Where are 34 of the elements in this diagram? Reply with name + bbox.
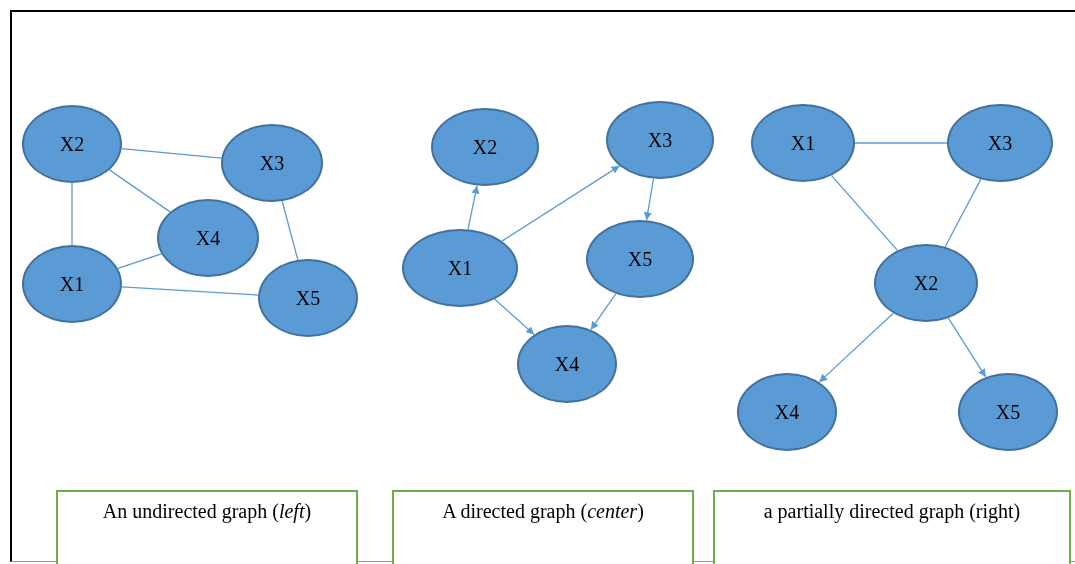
node-label: X3 [987,131,1013,155]
edge-line [121,286,259,296]
caption-text: a partially directed graph (right) [763,499,1021,523]
arrow [643,178,655,221]
node-label: X3 [259,151,285,175]
caption-box [713,490,1071,564]
node-label: X5 [995,400,1021,424]
node-label: X2 [472,135,498,159]
edge-line [71,182,73,246]
arrow [818,312,894,383]
node-label: X1 [447,256,473,280]
edge-line [281,200,299,261]
arrow [467,184,480,230]
edge-line [944,178,982,248]
node-label: X2 [913,271,939,295]
edge-line [108,169,171,213]
caption-box [56,490,358,564]
caption-text: An undirected graph (left) [102,499,312,523]
node-label: X4 [195,226,221,250]
arrow [494,298,535,336]
caption-box [392,490,694,564]
node-label: X1 [790,131,816,155]
arrow [590,293,617,331]
edge-line [117,253,162,270]
node-label: X1 [59,272,85,296]
node-label: X4 [554,352,580,376]
edge-line [854,142,948,144]
caption-text: A directed graph (center) [442,499,644,523]
node-label: X5 [295,286,321,310]
node-label: X4 [774,400,800,424]
node-label: X5 [627,247,653,271]
node-label: X2 [59,132,85,156]
edge-line [120,148,223,159]
node-label: X3 [647,128,673,152]
